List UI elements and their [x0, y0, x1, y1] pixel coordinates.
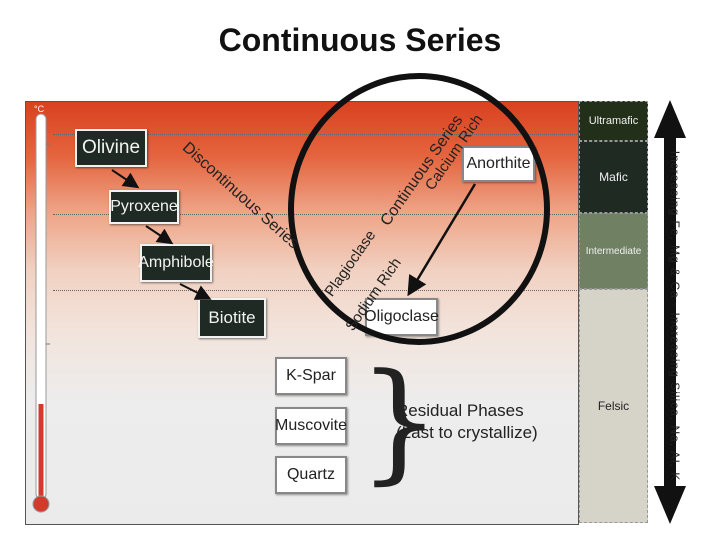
- arrow-anorthite-oligoclase: [407, 183, 477, 297]
- page-title: Continuous Series: [218, 22, 502, 58]
- temperature-line-2: [53, 214, 577, 215]
- residual-line-1: Residual Phases: [396, 401, 524, 420]
- mineral-biotite: Biotite: [198, 298, 266, 338]
- rock-type-bar: Ultramafic Mafic Intermediate Felsic: [579, 101, 648, 523]
- mineral-olivine: Olivine: [75, 129, 147, 167]
- mineral-k-spar: K-Spar: [275, 357, 347, 395]
- rock-type-mafic: Mafic: [579, 141, 648, 213]
- residual-brace: }: [358, 345, 441, 497]
- mineral-muscovite: Muscovite: [275, 407, 347, 445]
- arrow-amphibole-biotite: [179, 283, 212, 300]
- side-label-top: Increasing Fe, Mg & Ca: [668, 150, 682, 299]
- rock-type-felsic: Felsic: [579, 289, 648, 523]
- mineral-pyroxene: Pyroxene: [109, 190, 179, 224]
- thermometer-icon: [32, 113, 50, 513]
- rock-type-intermediate: Intermediate: [579, 213, 648, 289]
- residual-line-2: (Last to crystallize): [396, 423, 538, 442]
- mineral-quartz: Quartz: [275, 456, 347, 494]
- double-arrow-icon: [654, 100, 686, 524]
- rock-type-ultramafic: Ultramafic: [579, 101, 648, 141]
- side-label: Increasing Fe, Mg & Ca · Increasing Sili…: [668, 150, 682, 482]
- thermometer-unit: °C: [34, 104, 45, 114]
- arrow-pyroxene-amphibole: [145, 225, 174, 245]
- residual-phases-label: Residual Phases (Last to crystallize): [396, 400, 538, 444]
- highlight-circle: [288, 73, 550, 345]
- mineral-anorthite: Anorthite: [462, 146, 535, 182]
- mineral-oligoclase: Oligoclase: [364, 298, 439, 336]
- side-label-bottom: Increasing Silica, Na, Al, K: [668, 312, 682, 482]
- arrow-olivine-pyroxene: [111, 169, 140, 189]
- mineral-amphibole: Amphibole: [138, 244, 214, 282]
